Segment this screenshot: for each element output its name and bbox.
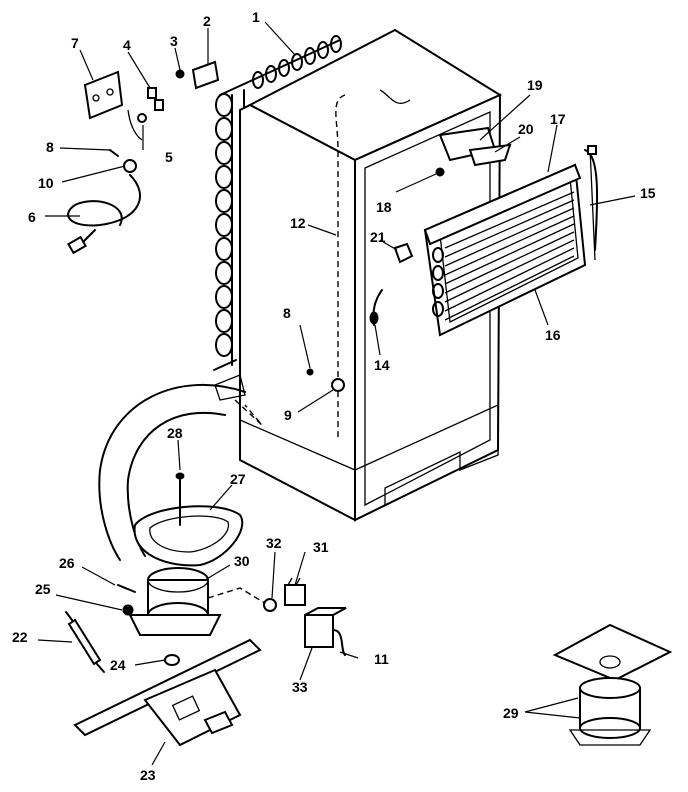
callout-24: 24 [110, 657, 126, 673]
evaporator-return-bend [432, 283, 444, 299]
evaporator-fin [444, 207, 575, 267]
evaporator-return-bend [432, 301, 444, 317]
callout-18: 18 [376, 199, 392, 215]
coil-loop [215, 165, 233, 189]
callout-27: 27 [230, 471, 246, 487]
leader-lines [37, 21, 636, 766]
callout-9: 9 [284, 407, 292, 423]
callout-14: 14 [374, 357, 390, 373]
coil-loop [215, 285, 233, 309]
coil-loop-top [252, 71, 264, 89]
alternate-compressor [552, 623, 673, 746]
callout-5: 5 [165, 149, 173, 165]
coil-loop [215, 93, 233, 117]
evaporator-return-bend [432, 247, 444, 263]
evaporator-return-bend [432, 265, 444, 281]
callout-21: 21 [370, 229, 386, 245]
coil-loop [215, 333, 233, 357]
coil-loop [215, 237, 233, 261]
coil-loop-top [304, 47, 316, 65]
evaporator-fin [444, 191, 575, 249]
callout-20: 20 [518, 121, 534, 137]
coil-loop-top [265, 65, 277, 83]
refrigerator-cabinet [214, 28, 512, 522]
callout-22: 22 [12, 629, 28, 645]
coil-loop-top [330, 35, 342, 53]
callout-7: 7 [71, 35, 79, 51]
evaporator-fin [444, 247, 575, 312]
evaporator-fin [444, 199, 575, 258]
callout-32: 32 [266, 535, 282, 551]
callout-29: 29 [503, 705, 519, 721]
callout-3: 3 [170, 33, 178, 49]
evaporator-fin [444, 255, 575, 321]
callout-6: 6 [28, 209, 36, 225]
evaporator-fin [444, 215, 575, 276]
evaporator-fin [444, 231, 575, 294]
evaporator-fin [444, 239, 575, 303]
coil-loop [215, 141, 233, 165]
callout-26: 26 [59, 555, 75, 571]
callout-8-cabinet: 8 [283, 305, 291, 321]
callout-33: 33 [292, 679, 308, 695]
callout-15: 15 [640, 185, 656, 201]
callout-10: 10 [38, 175, 54, 191]
control-components [263, 577, 347, 656]
coil-loop [215, 261, 233, 285]
coil-loop-top [291, 53, 303, 71]
coil-loop [215, 309, 233, 333]
callout-2: 2 [203, 13, 211, 29]
callout-31: 31 [313, 539, 329, 555]
evaporator-assembly [423, 145, 599, 337]
callout-19: 19 [527, 77, 543, 93]
callout-1: 1 [252, 9, 260, 25]
callout-4: 4 [123, 37, 131, 53]
callout-23: 23 [140, 767, 156, 783]
callout-25: 25 [35, 581, 51, 597]
coil-loop [215, 189, 233, 213]
coil-loop-top [317, 41, 329, 59]
electrical-parts [67, 60, 220, 255]
callout-12: 12 [290, 215, 306, 231]
coil-loop-top [278, 59, 290, 77]
callout-28: 28 [167, 425, 183, 441]
callout-labels: 1 2 3 4 5 6 7 8 8 9 10 11 12 14 15 16 17… [12, 9, 656, 783]
coil-loop [215, 213, 233, 237]
base-rail [73, 638, 262, 747]
callout-11: 11 [374, 651, 389, 667]
coil-loop [215, 117, 233, 141]
callout-30: 30 [234, 553, 250, 569]
callout-17: 17 [550, 111, 566, 127]
callout-16: 16 [545, 327, 561, 343]
compressor-assembly [65, 472, 269, 673]
callout-8-left: 8 [46, 139, 54, 155]
condenser-coil [213, 35, 342, 371]
evaporator-fin [444, 223, 575, 285]
